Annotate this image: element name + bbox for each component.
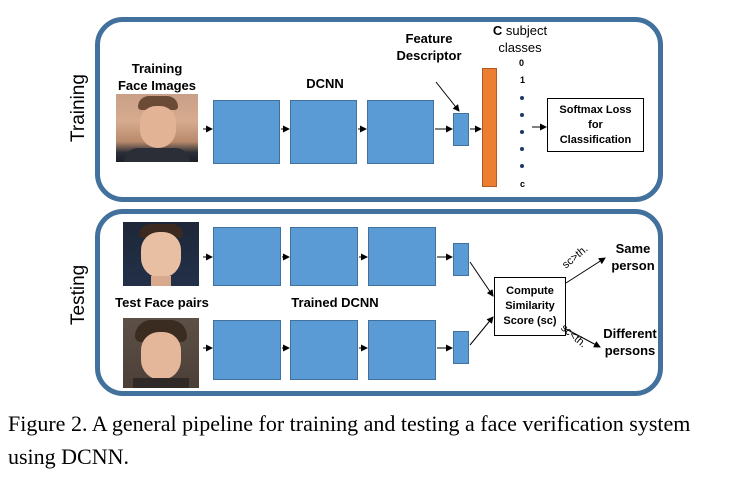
training-conv-block-2 <box>290 100 357 164</box>
arrow-lower-feature-to-similarity <box>469 316 494 346</box>
trained-dcnn-label: Trained DCNN <box>291 295 379 310</box>
test-conv-block-lower-2 <box>290 320 358 380</box>
face-shirt <box>124 148 190 162</box>
training-feature-descriptor <box>453 113 469 146</box>
class-label-c: c <box>520 179 526 189</box>
same-person-label: Same person <box>611 241 655 273</box>
arrow-upper-feature-to-similarity <box>469 261 494 297</box>
classes-label-c: C <box>492 23 503 38</box>
class-dot <box>520 164 524 168</box>
class-dot <box>520 96 524 100</box>
softmax-loss-label: Softmax Loss for Classification <box>559 103 632 146</box>
different-persons-label: Different persons <box>603 326 657 358</box>
arrow-similarity-to-same <box>565 257 606 284</box>
test-face-image-2 <box>123 318 199 388</box>
softmax-loss-box: Softmax Loss for Classification <box>547 98 644 152</box>
test-conv-block-lower-3 <box>368 320 436 380</box>
class-output-bar <box>482 68 497 187</box>
arrow-descriptor-label-to-feature <box>435 81 460 112</box>
training-conv-block-3 <box>367 100 434 164</box>
figure-caption: Figure 2. A general pipeline for trainin… <box>8 411 691 469</box>
class-label-0: 0 <box>519 58 525 68</box>
face-hair <box>138 96 178 110</box>
test-conv-block-lower-1 <box>213 320 281 380</box>
test-feature-upper <box>453 243 469 276</box>
similarity-score-label: Compute Similarity Score (sc) <box>503 285 557 327</box>
test-conv-block-upper-1 <box>213 227 281 286</box>
face-skin <box>141 332 181 380</box>
training-conv-block-1 <box>213 100 280 164</box>
test-conv-block-upper-2 <box>290 227 358 286</box>
class-label-1: 1 <box>520 75 526 85</box>
test-face-pairs-label: Test Face pairs <box>115 295 209 310</box>
similarity-score-box: Compute Similarity Score (sc) <box>494 277 566 336</box>
test-feature-lower <box>453 331 469 364</box>
face-skin <box>141 232 181 278</box>
training-face-images-label: Training Face Images <box>117 61 197 93</box>
feature-descriptor-label: Feature Descriptor <box>396 31 462 63</box>
face-shirt <box>133 378 189 388</box>
test-conv-block-upper-3 <box>368 227 436 286</box>
training-face-image <box>116 94 198 162</box>
arrow-similarity-to-different <box>565 328 601 348</box>
face-neck <box>151 276 171 286</box>
test-face-image-1 <box>123 222 199 286</box>
class-dot <box>520 113 524 117</box>
classes-label-rest: subject classes <box>498 23 548 55</box>
dcnn-label: DCNN <box>306 76 344 91</box>
face-skin <box>140 106 176 148</box>
class-dot <box>520 130 524 134</box>
classes-label: C subject classes <box>480 22 560 56</box>
class-dot <box>520 147 524 151</box>
